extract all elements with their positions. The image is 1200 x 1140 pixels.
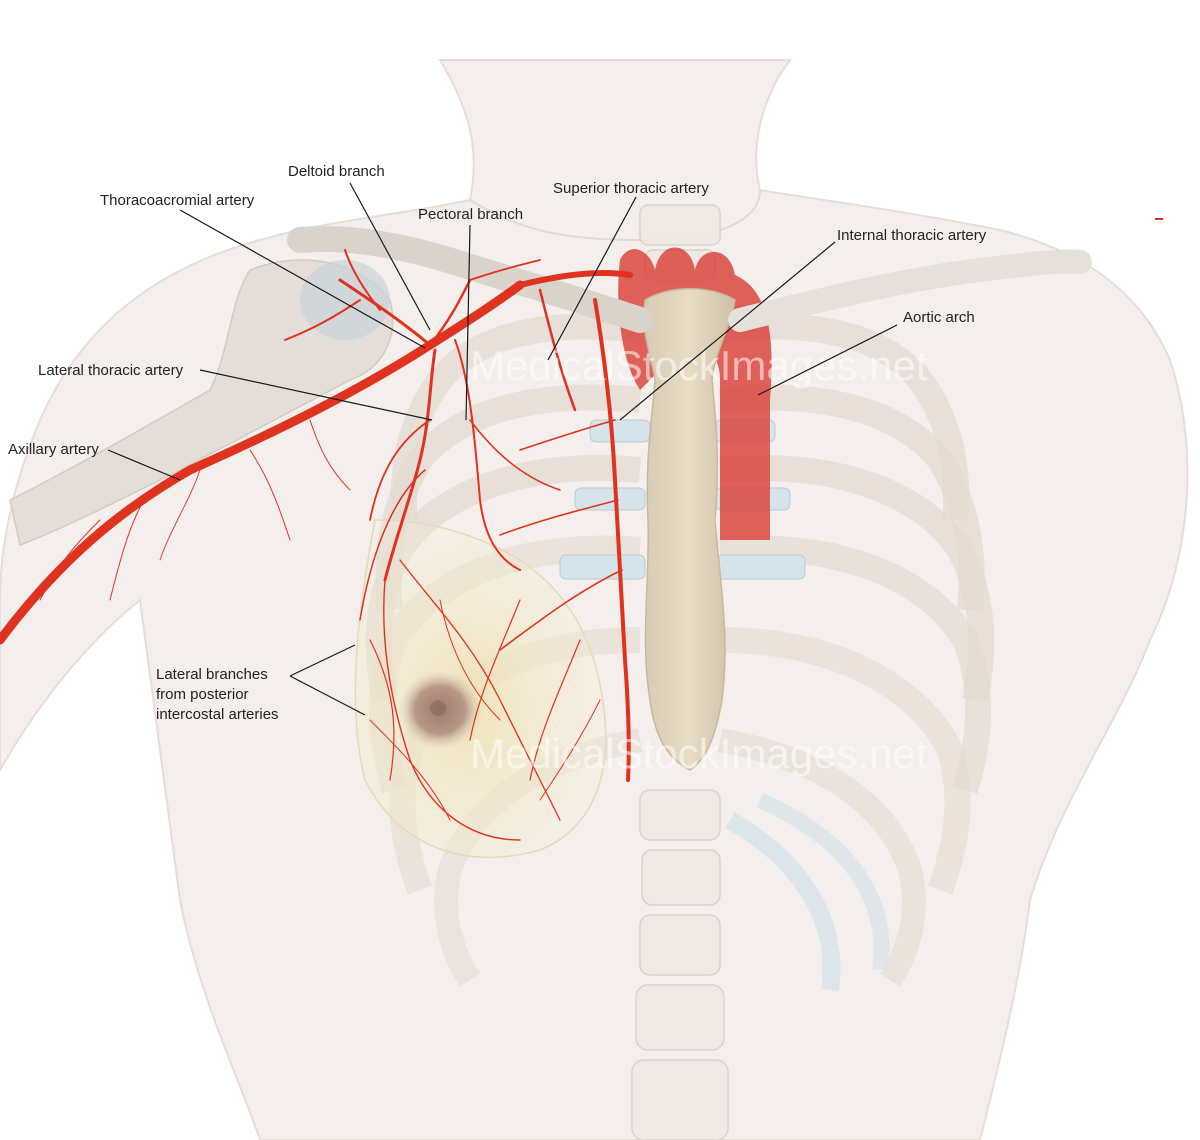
spine <box>631 204 729 1140</box>
label-internal-thoracic-artery: Internal thoracic artery <box>837 227 987 244</box>
label-lateral-thoracic-artery: Lateral thoracic artery <box>38 362 184 379</box>
watermark-bottom: MedicalStockImages.net <box>470 730 928 777</box>
label-axillary-artery: Axillary artery <box>8 441 99 458</box>
sternum <box>642 288 736 771</box>
label-aortic-arch: Aortic arch <box>903 309 975 326</box>
shoulder-humerus <box>9 259 394 547</box>
leader-lines <box>107 182 898 716</box>
label-lateral-branches-line2: from posterior <box>156 686 249 703</box>
label-deltoid-branch: Deltoid branch <box>288 163 385 180</box>
torso-silhouette <box>0 59 1189 1140</box>
label-superior-thoracic-artery: Superior thoracic artery <box>553 180 709 197</box>
breast <box>354 519 607 859</box>
anatomy-labels: Deltoid branch Thoracoacromial artery Pe… <box>8 163 987 723</box>
clavicles <box>287 226 1092 333</box>
arteries <box>0 249 633 841</box>
label-thoracoacromial-artery: Thoracoacromial artery <box>100 192 255 209</box>
watermark-top: MedicalStockImages.net <box>470 342 928 389</box>
label-lateral-branches-line1: Lateral branches <box>156 666 268 683</box>
label-lateral-branches-line3: intercostal arteries <box>156 706 279 723</box>
label-pectoral-branch: Pectoral branch <box>418 206 523 223</box>
